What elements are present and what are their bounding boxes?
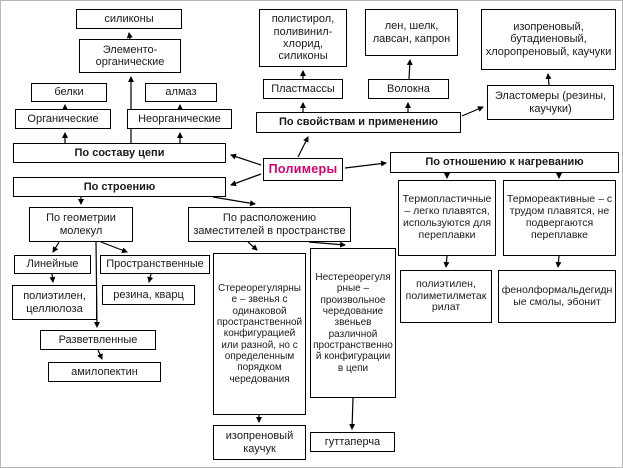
node-stereoregular: Стереорегулярные – звенья с одинаковой п… <box>213 253 306 415</box>
node-silicones: силиконы <box>76 9 182 29</box>
arrow <box>147 273 154 283</box>
node-stereoregular-examples: изопреновый каучук <box>213 425 306 460</box>
node-by-substituents: По расположению заместителей в пространс… <box>188 207 351 242</box>
arrow <box>349 397 356 430</box>
node-inorganic: Неорганические <box>127 109 232 129</box>
node-fibers: Волокна <box>368 79 449 99</box>
node-by-chain-composition: По составу цепи <box>13 143 226 163</box>
node-plastics: Пластмассы <box>263 79 343 99</box>
node-by-heating: По отношению к нагреванию <box>390 152 619 173</box>
arrow <box>49 273 56 283</box>
node-organoelement: Элементо-органические <box>79 39 181 73</box>
node-spatial: Пространственные <box>100 255 210 274</box>
node-non-stereoregular: Нестереорегулярные – произвольное чередо… <box>310 248 396 398</box>
node-thermosetting: Термореактивные – с трудом плавятся, не … <box>503 180 616 256</box>
arrow <box>461 106 484 117</box>
node-elastomers-examples: изопреновый, бутадиеновый, хлоропреновый… <box>481 9 616 70</box>
node-proteins: белки <box>31 83 107 102</box>
node-branched-examples: амилопектин <box>48 362 161 382</box>
arrow <box>230 173 262 187</box>
node-elastomers: Эластомеры (резины, каучуки) <box>487 85 614 120</box>
arrow <box>100 241 128 254</box>
node-linear-examples: полиэтилен, целлюлоза <box>12 285 97 320</box>
node-diamond: алмаз <box>145 83 217 102</box>
node-by-structure: По строению <box>13 177 226 197</box>
arrow <box>52 241 60 253</box>
node-polymers: Полимеры <box>263 158 343 181</box>
node-by-geometry: По геометрии молекул <box>29 207 133 242</box>
arrow <box>443 255 450 268</box>
node-by-properties: По свойствам и применению <box>256 112 461 133</box>
node-thermoplastic-examples: полиэтилен, полиметилметакрилат <box>400 270 492 323</box>
node-spatial-examples: резина, кварц <box>102 285 195 305</box>
arrow <box>545 73 552 86</box>
arrow <box>297 136 309 158</box>
arrow <box>247 241 258 251</box>
node-fibers-examples: лен, шелк, лавсан, капрон <box>365 9 458 56</box>
arrow <box>406 59 413 80</box>
arrow <box>344 160 387 169</box>
arrow <box>230 153 262 166</box>
node-thermosetting-examples: фенолформальдегидные смолы, эбонит <box>498 270 616 323</box>
arrow <box>555 255 562 268</box>
node-non-stereoregular-examples: гуттаперча <box>310 432 395 452</box>
arrow <box>212 196 256 207</box>
node-branched: Разветвленные <box>40 330 156 350</box>
arrow <box>308 241 346 248</box>
node-plastics-examples: полистирол, поливинил-хлорид, силиконы <box>259 9 347 67</box>
node-linear: Линейные <box>14 255 91 274</box>
arrow <box>97 349 103 360</box>
node-thermoplastic: Термопластичные – легко плавятся, исполь… <box>398 180 496 256</box>
node-organic: Органические <box>15 109 111 129</box>
